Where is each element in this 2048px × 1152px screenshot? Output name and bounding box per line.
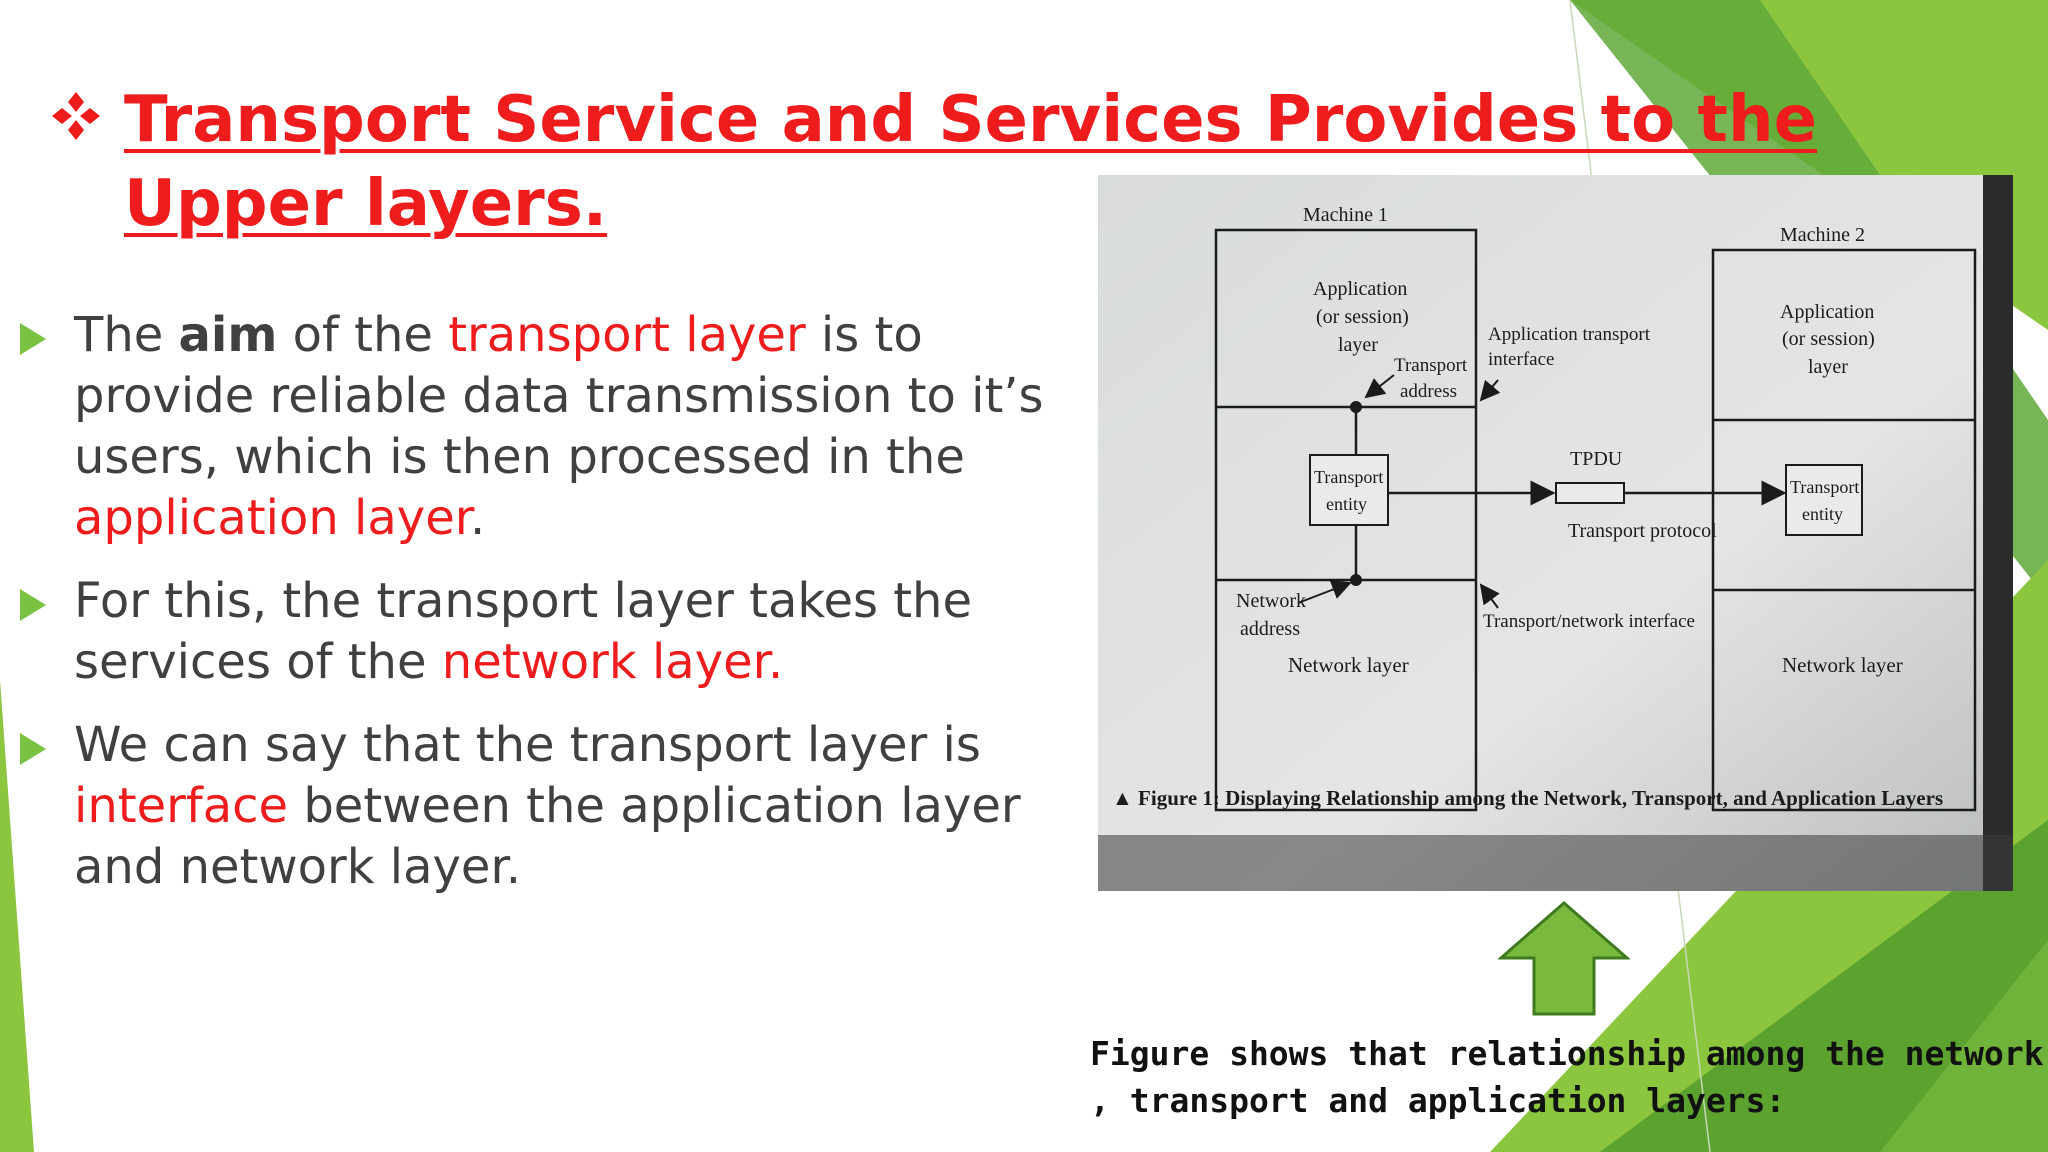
transport-entity-1-box — [1309, 454, 1389, 526]
transport-entity-1-label: Transport — [1314, 467, 1383, 487]
bullet-text: between the application layer and networ… — [74, 778, 1021, 895]
bullet-text-bold: aim — [178, 307, 278, 363]
transport-entity-2-box — [1785, 464, 1863, 536]
slide-title: Transport Service and Services Provides … — [50, 78, 1850, 246]
figure-caption: ▲ Figure 1: Displaying Relationship amon… — [1112, 786, 1943, 810]
green-arrow-bullet-icon — [20, 589, 46, 621]
network-layers-figure: Machine 1 Application (or session) layer… — [1098, 175, 2013, 891]
left-green-strip — [0, 680, 34, 1152]
transport-entity-2-label: entity — [1802, 504, 1843, 524]
figure-description-caption: Figure shows that relationship among the… — [1090, 1034, 2044, 1120]
transport-address-label: Transport — [1394, 355, 1468, 376]
bullet-text: . — [470, 490, 486, 546]
transport-entity-2-label: Transport — [1790, 477, 1859, 497]
app-layer-1-label: (or session) — [1316, 306, 1409, 328]
machine1-label: Machine 1 — [1303, 204, 1388, 226]
app-layer-2-label: Application — [1780, 301, 1874, 323]
figure-paper-background — [1098, 175, 2013, 891]
bullet-text-highlight: transport layer — [448, 307, 806, 363]
bullet-list: The aim of the transport layer is to pro… — [18, 305, 1088, 920]
four-diamond-bullet-icon — [52, 92, 100, 140]
transport-address-label: address — [1400, 381, 1457, 402]
transport-network-interface-label: Transport/network interface — [1483, 611, 1695, 632]
network-address-label: address — [1240, 618, 1300, 640]
figure-bottom-shadow — [1098, 835, 2013, 891]
app-layer-1-label: layer — [1338, 334, 1378, 356]
app-transport-interface-label: interface — [1488, 349, 1554, 370]
transport-entity-1-label: entity — [1326, 494, 1367, 514]
app-layer-2-label: (or session) — [1782, 328, 1875, 350]
figure-dark-edge — [1983, 175, 2013, 891]
bullet-text-highlight: interface — [74, 778, 289, 834]
slide-title-text: Transport Service and Services Provides … — [124, 83, 1817, 241]
machine2-stack — [1711, 248, 1977, 812]
bullet-item-aim: The aim of the transport layer is to pro… — [18, 305, 1088, 549]
bullet-text-highlight: application layer — [74, 490, 471, 546]
network-address-label: Network — [1236, 590, 1306, 612]
network-layer-1-label: Network layer — [1288, 653, 1409, 677]
bullet-item-interface: We can say that the transport layer is i… — [18, 715, 1088, 898]
tpdu-label: TPDU — [1570, 448, 1623, 470]
app-layer-2-label: layer — [1808, 356, 1848, 378]
bullet-item-services: For this, the transport layer takes the … — [18, 571, 1088, 693]
network-layer-2-label: Network layer — [1782, 653, 1903, 677]
tpdu-box — [1555, 482, 1625, 504]
transport-protocol-label: Transport protocol — [1568, 520, 1717, 542]
bullet-text-highlight: network layer. — [441, 634, 784, 690]
bullet-text: For this, the transport layer takes the … — [74, 573, 973, 690]
green-up-arrow-icon — [1498, 901, 1630, 1016]
machine1-stack — [1214, 228, 1478, 812]
green-arrow-bullet-icon — [20, 733, 46, 765]
app-layer-1-label: Application — [1313, 278, 1407, 300]
bottom-right-dark-shape — [1600, 820, 2048, 1152]
bullet-text: We can say that the transport layer is — [74, 717, 981, 773]
bullet-text: The — [74, 307, 179, 363]
bottom-right-accent — [1880, 940, 2048, 1152]
bullet-text: of the — [277, 307, 449, 363]
green-arrow-bullet-icon — [20, 323, 46, 355]
bullet-text: is to provide reliable data transmission… — [74, 307, 1044, 485]
app-transport-interface-label: Application transport — [1488, 324, 1651, 345]
machine2-label: Machine 2 — [1780, 224, 1865, 246]
